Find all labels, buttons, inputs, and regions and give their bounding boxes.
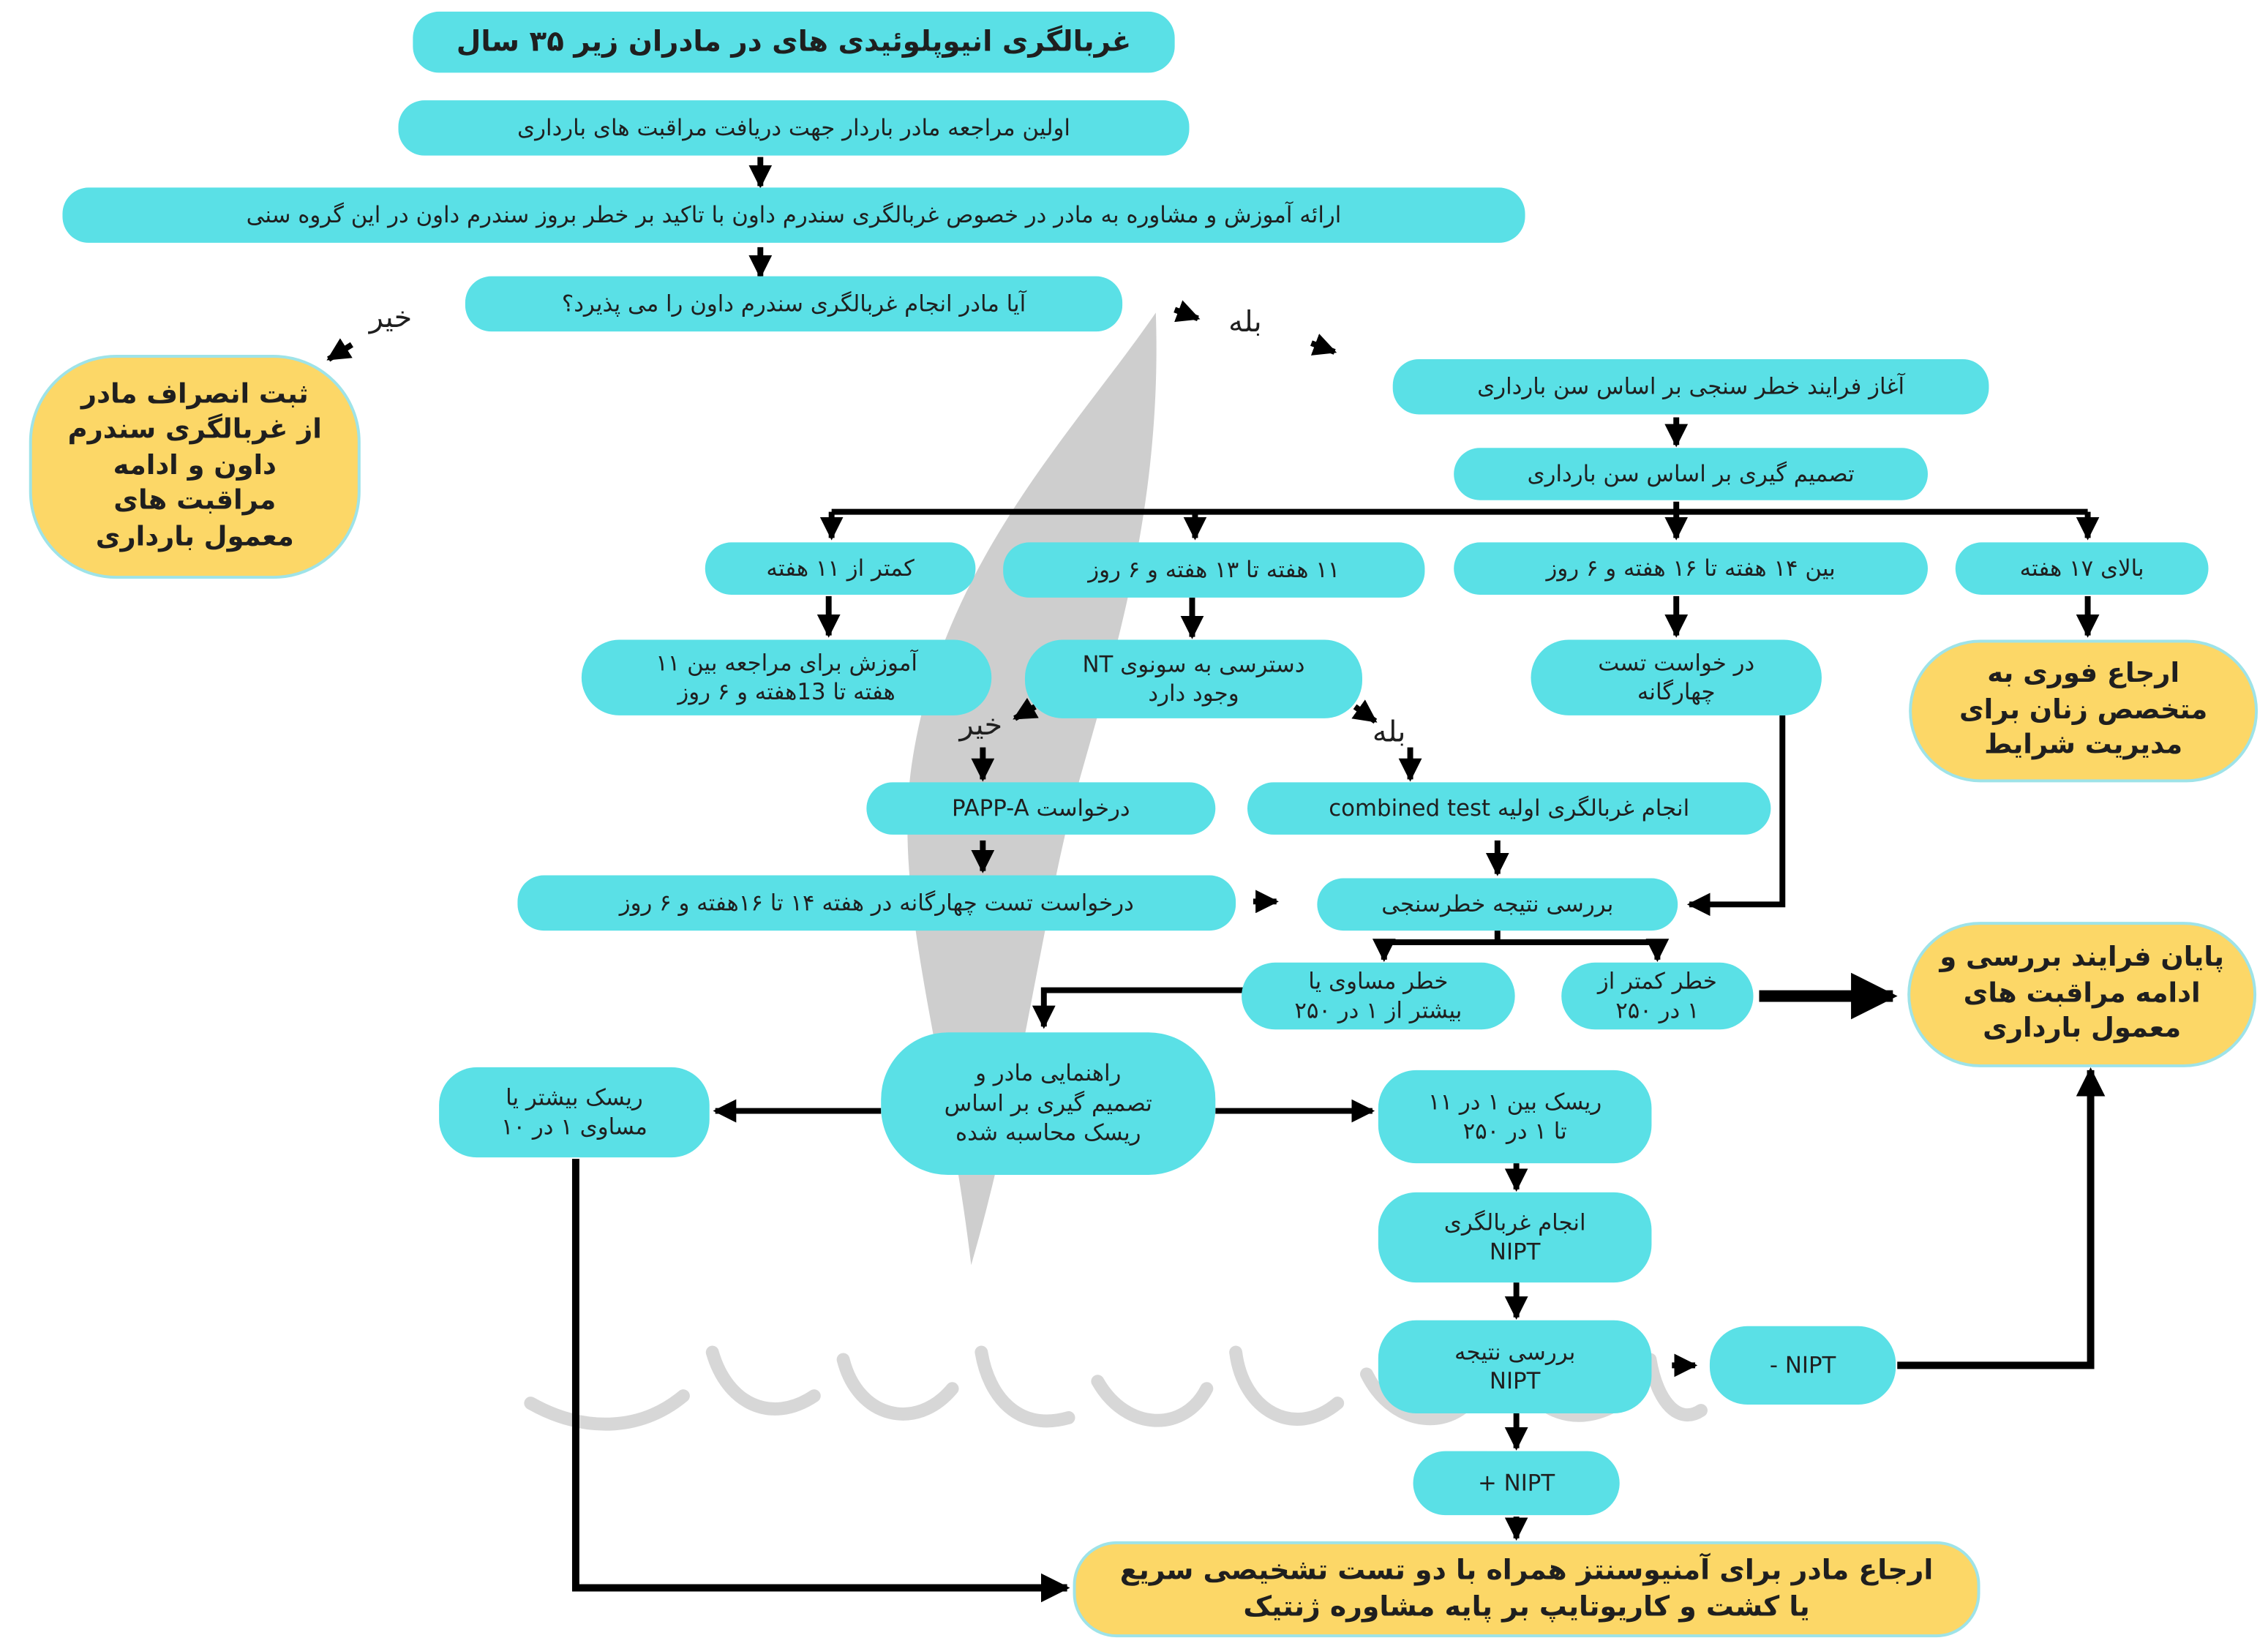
nt-no-label: خیر (959, 706, 1003, 742)
risk-mid-box: ریسک بین ۱ در ۱۱ تا ۱ در ۲۵۰ (1378, 1070, 1652, 1164)
branch-over17: بالای ۱۷ هفته (1955, 542, 2209, 595)
risk-low-box: خطر کمتر از ۱ در ۲۵۰ (1561, 962, 1754, 1030)
arrow-nt-no (1013, 697, 1039, 721)
no-label: خیر (369, 299, 413, 335)
counseling-box: ارائه آموزش و مشاوره به مادر در خصوص غرب… (62, 187, 1525, 243)
branch-under11: کمتر از ۱۱ هفته (705, 542, 976, 595)
arrow-yes-2 (1310, 334, 1337, 356)
decide-age-box: تصمیم گیری بر اساس سن بارداری (1454, 448, 1929, 500)
arrow-high-guidance (1032, 987, 1245, 1029)
risk-start-box: آغاز فرایند خطر سنجی بر اساس سن بارداری (1392, 358, 1989, 415)
arrow-quad-review (1686, 715, 1786, 917)
arrow-nt-yes (1351, 699, 1378, 724)
branch-11to13: ۱۱ هفته تا ۱۳ هفته و ۶ روز (1003, 542, 1425, 598)
nipt-negative-box: NIPT - (1709, 1326, 1896, 1405)
risk-ge10-box: ریسک بیشتر یا مساوی ۱ در ۱۰ (439, 1067, 710, 1158)
question-box: آیا مادر انجام غربالگری سندرم داون را می… (465, 276, 1123, 332)
decline-box: ثبت انصراف مادر از غربالگری سندرم داون و… (29, 354, 361, 579)
pappa-box: درخواست PAPP-A (866, 782, 1216, 835)
guidance-box: راهنمایی مادر و تصمیم گیری بر اساس ریسک … (881, 1032, 1216, 1176)
branch-14to16: بین ۱۴ هفته تا ۱۶ هفته و ۶ روز (1454, 542, 1929, 595)
nipt-review-box: بررسی نتیجه NIPT (1378, 1320, 1652, 1413)
quad-request-box: در خواست تست چهارگانه (1531, 639, 1822, 715)
review-risk-box: بررسی نتیجه خطرسنجی (1317, 878, 1678, 931)
arrow-ge10-amnio (571, 1159, 1070, 1603)
first-visit-box: اولین مراجعه مادر باردار جهت دریافت مراق… (398, 100, 1190, 156)
urgent-referral-box: ارجاع فوری به متخصص زنان برای مدیریت شرا… (1909, 639, 2258, 783)
nt-access-box: دسترسی به سونوی NT وجود دارد (1024, 639, 1362, 718)
quad-later-box: درخواست تست چهارگانه در هفته ۱۴ تا ۱۶هفت… (517, 875, 1236, 931)
arrow-neg-end (1897, 1067, 2106, 1369)
end-routine-box: پایان فرایند بررسی و ادامه مراقبت های مع… (1907, 922, 2257, 1067)
arrow-no-decline (326, 338, 354, 362)
nipt-positive-box: NIPT + (1413, 1451, 1620, 1516)
arrow-yes-1 (1174, 300, 1201, 323)
combined-test-box: انجام غربالگری اولیه combined test (1247, 782, 1771, 835)
nipt-do-box: انجام غربالگری NIPT (1378, 1192, 1652, 1283)
yes-label: بله (1228, 304, 1262, 339)
educate-box: آموزش برای مراجعه بین ۱۱ هفته تا 13هفته … (581, 639, 992, 715)
risk-high-box: خطر مساوی یا بیشتر از ۱ در ۲۵۰ (1242, 962, 1515, 1030)
amnio-referral-box: ارجاع مادر برای آمنیوسنتز همراه با دو تس… (1073, 1541, 1980, 1638)
title-box: غربالگری انیوپلوئیدی های در مادران زیر ۳… (413, 11, 1175, 73)
nt-yes-label: بله (1372, 713, 1406, 749)
